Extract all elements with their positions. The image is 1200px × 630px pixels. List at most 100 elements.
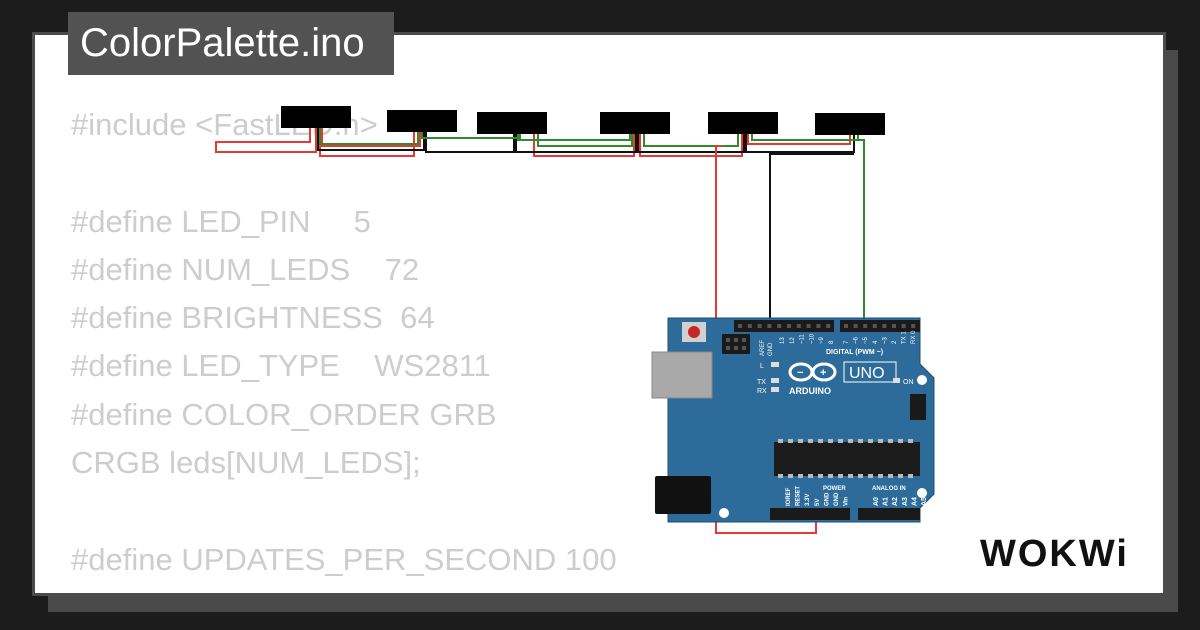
l-led xyxy=(771,362,779,367)
chip-pin xyxy=(878,474,883,478)
header-pin xyxy=(806,324,811,328)
mounting-hole xyxy=(719,508,729,518)
code-line: #define COLOR_ORDER GRB xyxy=(71,396,497,432)
sketch-title: ColorPalette.ino xyxy=(68,12,394,75)
wire-data xyxy=(643,134,739,147)
digital-pin-label: ~9 xyxy=(819,336,825,344)
chip-pin xyxy=(848,439,853,443)
digital-pin-label: ~3 xyxy=(882,336,888,344)
header-pin xyxy=(734,338,738,342)
analog-header xyxy=(858,508,920,520)
digital-pin-label: 4 xyxy=(873,340,879,344)
header-pin xyxy=(796,324,801,328)
wire-ground xyxy=(515,134,637,153)
digital-pin-label: ~6 xyxy=(854,336,860,344)
digital-pin-label: 12 xyxy=(790,337,796,344)
wire-data-to-pin5 xyxy=(858,139,865,322)
arduino-infinity-logo xyxy=(788,362,837,382)
chip-pin xyxy=(778,439,783,443)
chip-pin xyxy=(868,439,873,443)
wire-power-to-5v xyxy=(715,145,817,534)
digital-header-right xyxy=(840,320,920,332)
header-pin xyxy=(853,324,858,328)
digital-pin-label: 7 xyxy=(844,340,850,344)
power-pin-label: 3.3V xyxy=(805,494,811,506)
gnd-label: GND xyxy=(768,342,774,356)
l-label: L xyxy=(760,363,764,370)
wire-ground xyxy=(317,128,425,151)
chip-pin xyxy=(818,474,823,478)
led-strip-4[interactable] xyxy=(600,112,670,134)
wire-data xyxy=(421,132,521,139)
led-strip-3[interactable] xyxy=(477,112,547,134)
aref-label: AREF xyxy=(760,340,766,356)
brand-label: ARDUINO xyxy=(789,386,831,396)
led-strip-2[interactable] xyxy=(387,110,457,132)
chip-pin xyxy=(858,439,863,443)
analog-pin-label: A3 xyxy=(902,497,909,506)
board-wires xyxy=(715,139,865,534)
power-pin-label: GND xyxy=(824,492,830,506)
digital-header-left xyxy=(734,320,834,332)
strip-wires xyxy=(215,128,859,157)
code-line: #define NUM_LEDS 72 xyxy=(71,251,420,287)
power-label: POWER xyxy=(823,486,846,492)
power-pin-label: RESET xyxy=(796,486,802,506)
tx-led xyxy=(771,378,779,383)
header-pin xyxy=(742,338,746,342)
wire-data xyxy=(751,134,859,141)
wokwi-logo[interactable]: WOKWi xyxy=(976,524,1148,580)
header-pin xyxy=(844,324,848,328)
code-line: #define LED_PIN 5 xyxy=(71,203,371,239)
on-led xyxy=(893,378,900,383)
led-strip-6[interactable] xyxy=(815,113,885,135)
header-pin xyxy=(767,324,772,328)
digital-pin-label: 2 xyxy=(892,340,898,344)
wire-data xyxy=(319,128,419,145)
wire-ground-to-gnd xyxy=(769,153,854,322)
header-pin xyxy=(892,324,896,328)
wire-power xyxy=(533,134,635,157)
digital-pin-label: ~11 xyxy=(800,334,806,344)
reset-button-cap[interactable] xyxy=(688,326,700,338)
chip-pin xyxy=(818,439,823,443)
rx-led xyxy=(771,387,779,392)
power-jack xyxy=(655,476,711,514)
header-pin xyxy=(726,346,730,350)
chip-pin xyxy=(888,474,893,478)
header-pin xyxy=(911,324,916,328)
chip-pin xyxy=(898,474,903,478)
chip-pin xyxy=(888,439,893,443)
header-pin xyxy=(738,324,742,328)
on-label: ON xyxy=(903,379,914,386)
header-pin xyxy=(826,324,831,328)
wire-data xyxy=(517,134,631,141)
wire-power xyxy=(321,128,421,147)
analog-pin-label: A5 xyxy=(921,497,928,506)
wire-ground xyxy=(425,132,515,153)
minus-sign: − xyxy=(797,367,803,379)
model-label: UNO xyxy=(849,365,885,382)
chip-pin xyxy=(798,474,803,478)
header-pin xyxy=(726,338,730,342)
code-line: CRGB leds[NUM_LEDS]; xyxy=(71,445,421,481)
header-pin xyxy=(882,324,887,328)
icsp-header xyxy=(722,334,750,354)
header-pin xyxy=(757,324,762,328)
wire-ground xyxy=(637,134,745,153)
led-strip-1[interactable] xyxy=(281,106,351,128)
header-pin xyxy=(787,324,791,328)
chip-pin xyxy=(788,474,793,478)
code-line: #define BRIGHTNESS 64 xyxy=(71,300,435,336)
power-pin-label: 5V xyxy=(815,499,821,506)
digital-label: DIGITAL (PWM ~) xyxy=(826,349,883,356)
wire-ground xyxy=(745,134,855,153)
analog-label: ANALOG IN xyxy=(872,486,906,492)
analog-pin-label: A1 xyxy=(883,497,890,506)
digital-pin-label: RX 0 xyxy=(911,330,917,344)
header-pin xyxy=(734,346,738,350)
chip-pin xyxy=(788,439,793,443)
led-strip-5[interactable] xyxy=(708,112,778,134)
